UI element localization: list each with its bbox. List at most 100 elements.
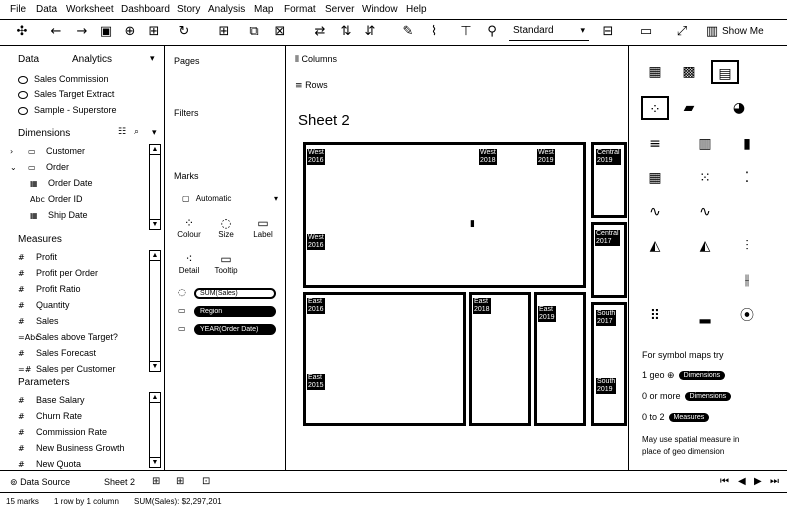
- columns-shelf[interactable]: ⦀ Columns: [295, 54, 337, 65]
- parameter-field[interactable]: #Commission Rate: [18, 427, 108, 437]
- menu-data[interactable]: Data: [36, 4, 58, 15]
- line-discrete-icon[interactable]: ∿: [699, 204, 711, 220]
- measure-field[interactable]: #Profit per Order: [18, 268, 99, 278]
- mark-type-select[interactable]: ▢ Automatic ▾: [182, 194, 278, 203]
- highlight-icon[interactable]: ✎: [402, 24, 414, 39]
- circle-view-icon[interactable]: ⁙: [699, 170, 711, 186]
- treemap-icon[interactable]: ▦: [648, 170, 662, 186]
- measure-field[interactable]: =#Sales per Customer: [18, 364, 116, 374]
- redo-icon[interactable]: →: [76, 24, 88, 39]
- menu-format[interactable]: Format: [284, 4, 316, 15]
- parameter-field[interactable]: #New Business Growth: [18, 443, 125, 453]
- filled-map-icon[interactable]: ▰: [683, 100, 695, 116]
- scroll-up-icon[interactable]: ▲: [150, 394, 160, 403]
- paperclip-icon[interactable]: ⌇: [430, 24, 438, 39]
- measure-field[interactable]: #Sales Forecast: [18, 348, 97, 358]
- show-me-button[interactable]: Show Me: [722, 26, 764, 37]
- show-me-icon[interactable]: ▥: [705, 24, 719, 39]
- measure-field[interactable]: =AbcSales above Target?: [18, 332, 118, 342]
- tableau-logo-icon[interactable]: ✣: [16, 24, 28, 39]
- presentation-icon[interactable]: ▭: [639, 24, 653, 39]
- scroll-down-icon[interactable]: ▼: [150, 361, 160, 370]
- menu-analysis[interactable]: Analysis: [208, 4, 246, 15]
- tab-data[interactable]: Data: [18, 54, 40, 65]
- pages-shelf[interactable]: Pages: [174, 56, 200, 66]
- side-by-side-circles-icon[interactable]: ⁚: [744, 170, 750, 186]
- menu-file[interactable]: File: [10, 4, 27, 15]
- search-icon[interactable]: ⌕: [134, 127, 140, 137]
- stacked-bars-icon[interactable]: ▥: [698, 136, 712, 152]
- highlight-table-icon[interactable]: ▤: [711, 60, 739, 84]
- menu-window[interactable]: Window: [362, 4, 398, 15]
- new-dashboard-icon[interactable]: ⊞: [176, 476, 185, 487]
- text-table-icon[interactable]: ▦: [648, 64, 662, 80]
- dimension-folder[interactable]: ›▭Customer: [10, 146, 86, 156]
- measure-field[interactable]: #Sales: [18, 316, 59, 326]
- datasource-item[interactable]: Sales Target Extract: [18, 89, 114, 99]
- show-cards-icon[interactable]: ⊟: [602, 24, 614, 39]
- histogram-icon[interactable]: ▂: [699, 308, 711, 324]
- parameters-scrollbar[interactable]: ▲ ▼: [149, 392, 161, 468]
- scroll-up-icon[interactable]: ▲: [150, 146, 160, 155]
- measure-field[interactable]: #Profit Ratio: [18, 284, 81, 294]
- measure-field[interactable]: #Quantity: [18, 300, 70, 310]
- sheet-tab[interactable]: Sheet 2: [104, 477, 136, 487]
- measures-scrollbar[interactable]: ▲ ▼: [149, 250, 161, 372]
- save-icon[interactable]: ▣: [99, 24, 113, 39]
- new-worksheet-icon[interactable]: ⊞: [218, 24, 230, 39]
- chevron-down-icon[interactable]: ▾: [152, 127, 157, 137]
- share-icon[interactable]: ⤢: [676, 24, 688, 39]
- dual-bars-icon[interactable]: ⫶: [745, 238, 749, 254]
- menu-map[interactable]: Map: [254, 4, 274, 15]
- treemap-cell[interactable]: [591, 222, 627, 298]
- dimension-field[interactable]: ▦Order Date: [30, 178, 93, 188]
- menu-server[interactable]: Server: [325, 4, 355, 15]
- dimensions-scrollbar[interactable]: ▲ ▼: [149, 144, 161, 230]
- box-whisker-icon[interactable]: ⫲: [744, 272, 750, 288]
- refresh-icon[interactable]: ↻: [178, 24, 190, 39]
- menu-story[interactable]: Story: [177, 4, 201, 15]
- dimension-field[interactable]: ▦Ship Date: [30, 210, 88, 220]
- parameter-field[interactable]: #Churn Rate: [18, 411, 83, 421]
- first-sheet-icon[interactable]: ⏮: [720, 476, 729, 487]
- sort-ascending-icon[interactable]: ⇅: [340, 24, 352, 39]
- region-pill[interactable]: Region: [194, 306, 276, 317]
- scroll-down-icon[interactable]: ▼: [150, 457, 160, 466]
- datasource-item[interactable]: Sales Commission: [18, 74, 109, 84]
- detail-button[interactable]: ⁖Detail: [174, 252, 204, 275]
- parameter-field[interactable]: #Base Salary: [18, 395, 85, 405]
- measure-field[interactable]: #Profit: [18, 252, 58, 262]
- area-continuous-icon[interactable]: ◭: [649, 238, 661, 254]
- rows-shelf[interactable]: ≡ Rows: [295, 80, 328, 91]
- pin-icon[interactable]: ⚲: [487, 24, 497, 39]
- treemap-cell[interactable]: [303, 142, 586, 288]
- scatter-plot-icon[interactable]: ⠿: [649, 308, 661, 324]
- filters-shelf[interactable]: Filters: [174, 108, 199, 118]
- horizontal-bars-icon[interactable]: ≡: [649, 136, 661, 152]
- heat-map-icon[interactable]: ▩: [682, 64, 696, 80]
- packed-bubbles-icon[interactable]: ⦿: [740, 308, 754, 324]
- pane-menu-icon[interactable]: ▾: [150, 53, 155, 63]
- pause-updates-icon[interactable]: ⊞: [148, 24, 160, 39]
- fix-axes-icon[interactable]: ⊤: [460, 24, 472, 39]
- year-pill[interactable]: YEAR(Order Date): [194, 324, 276, 335]
- dimension-folder[interactable]: ⌄▭Order: [10, 162, 70, 172]
- last-sheet-icon[interactable]: ⏭: [770, 476, 779, 487]
- treemap-cell[interactable]: [591, 302, 627, 426]
- menu-worksheet[interactable]: Worksheet: [66, 4, 114, 15]
- next-sheet-icon[interactable]: ▶: [754, 476, 762, 487]
- line-continuous-icon[interactable]: ∿: [649, 204, 661, 220]
- side-by-side-bars-icon[interactable]: ▮: [743, 136, 751, 152]
- swap-icon[interactable]: ⇄: [314, 24, 326, 39]
- new-worksheet-icon[interactable]: ⊞: [152, 476, 161, 487]
- fit-select[interactable]: Standard▾: [509, 23, 589, 41]
- scroll-up-icon[interactable]: ▲: [150, 252, 160, 261]
- new-datasource-icon[interactable]: ⊕: [124, 24, 136, 39]
- treemap-cell[interactable]: [591, 142, 627, 218]
- new-story-icon[interactable]: ⊡: [202, 476, 211, 487]
- symbol-map-icon[interactable]: ⁘: [641, 96, 669, 120]
- datasource-tab[interactable]: ⊚ Data Source: [10, 477, 71, 488]
- treemap-cell[interactable]: [303, 292, 466, 426]
- label-button[interactable]: ▭Label: [248, 216, 278, 239]
